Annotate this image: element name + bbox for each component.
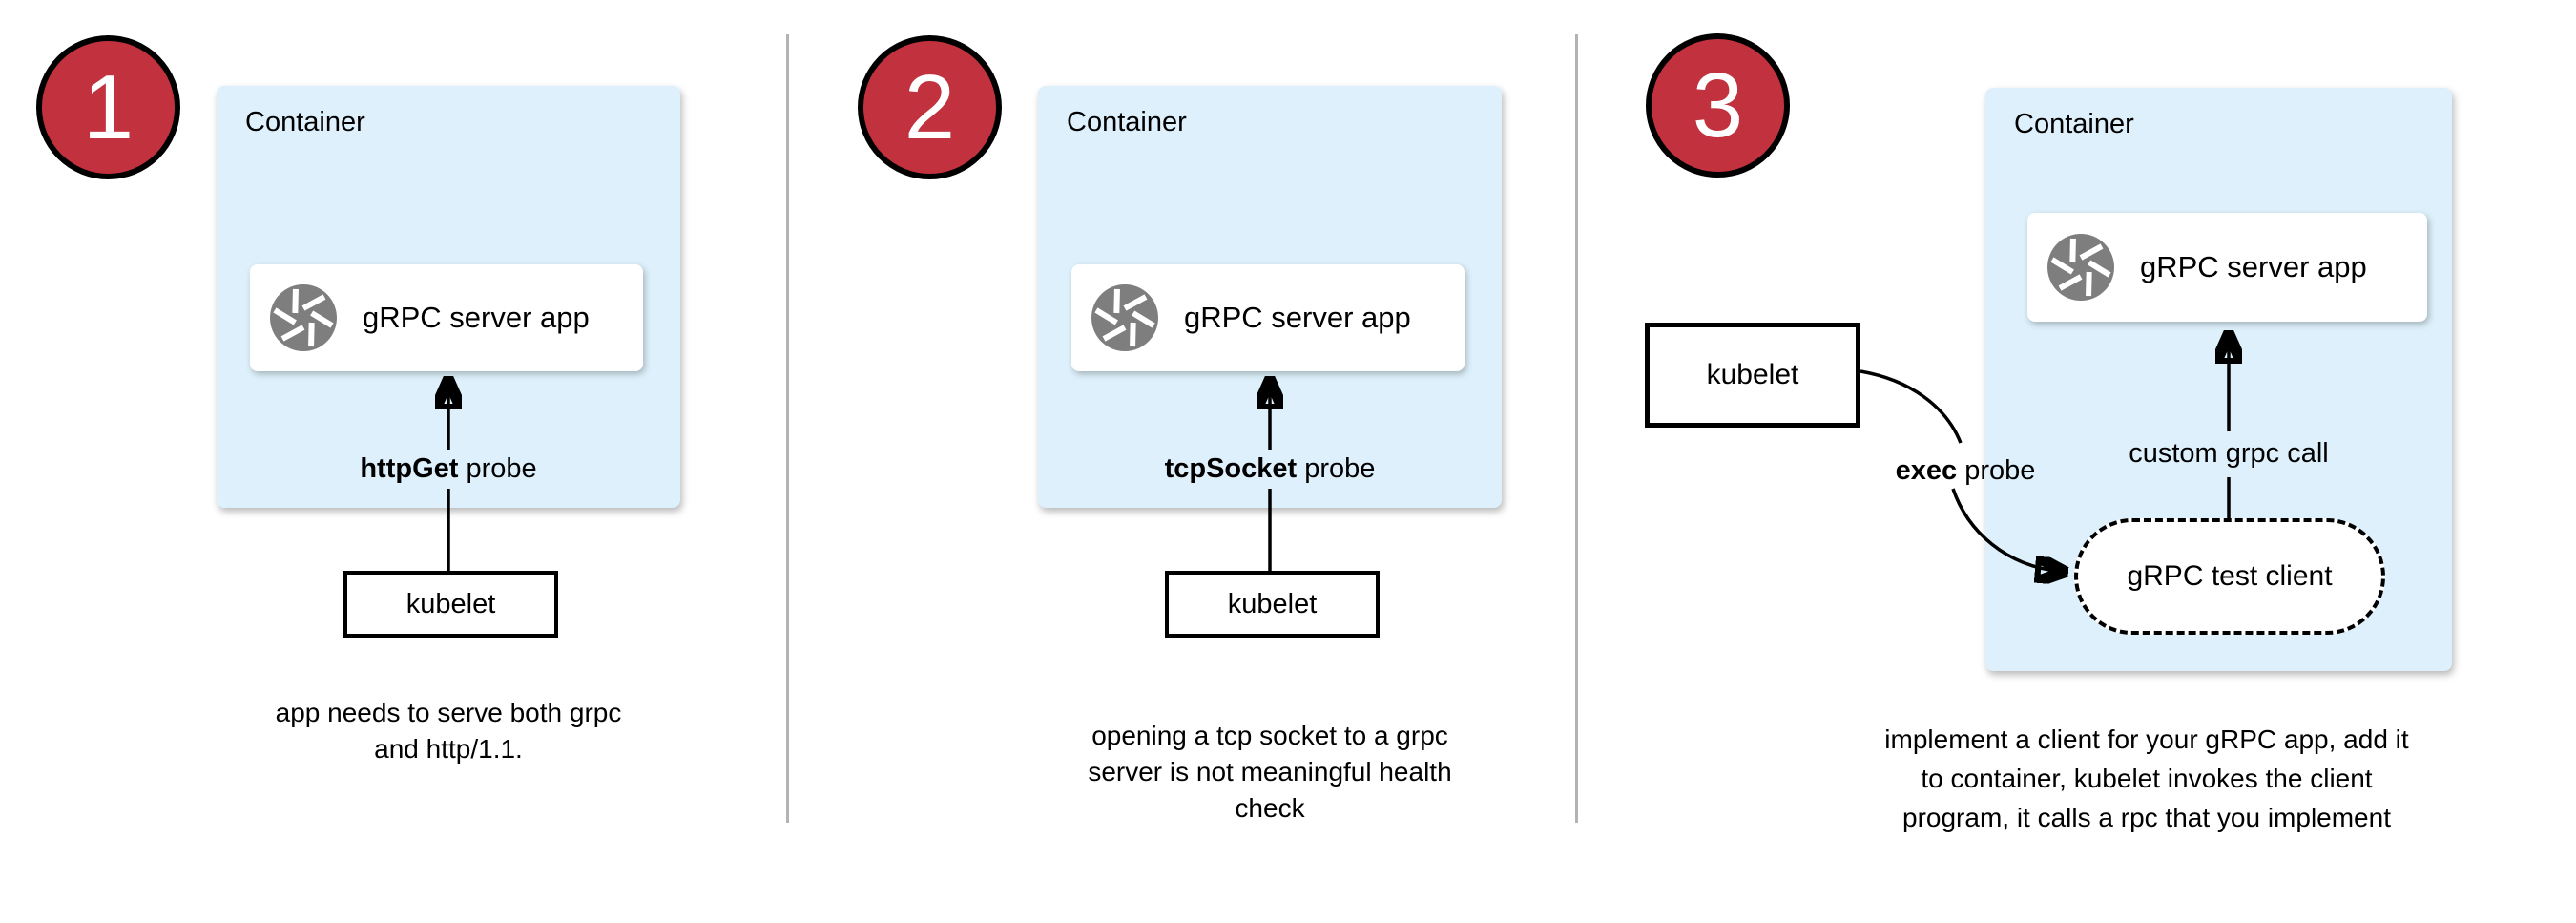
caption-line: server is not meaningful health (1088, 757, 1452, 787)
step-badge-3: 3 (1646, 33, 1790, 178)
grpc-test-client-pill: gRPC test client (2074, 518, 2385, 635)
probe-label: exec probe (1822, 455, 2109, 487)
container-label: Container (2014, 109, 2134, 139)
caption-line: app needs to serve both grpc (275, 698, 622, 727)
probe-type: tcpSocket (1164, 453, 1298, 484)
aperture-icon (270, 284, 337, 351)
step-number: 3 (1692, 53, 1744, 157)
panel-caption: app needs to serve both grpc and http/1.… (162, 695, 735, 767)
caption-line: opening a tcp socket to a grpc (1091, 721, 1448, 750)
step-badge-2: 2 (858, 35, 1002, 179)
kubelet-box: kubelet (1645, 323, 1860, 428)
panel-caption: opening a tcp socket to a grpc server is… (984, 718, 1556, 827)
probe-label: tcpSocket probe (1079, 453, 1461, 485)
kubelet-box: kubelet (1165, 571, 1380, 638)
kubelet-label: kubelet (1706, 359, 1799, 390)
grpc-server-app-label: gRPC server app (363, 301, 590, 334)
caption-line: to container, kubelet invokes the client (1921, 764, 2373, 793)
grpc-test-client-label: gRPC test client (2127, 560, 2333, 592)
step-number: 1 (82, 55, 135, 158)
kubelet-label: kubelet (1227, 588, 1318, 619)
panel-caption: implement a client for your gRPC app, ad… (1860, 720, 2433, 837)
grpc-server-app-card: gRPC server app (1071, 264, 1465, 371)
container-label: Container (1067, 107, 1187, 137)
grpc-server-app-card: gRPC server app (250, 264, 643, 371)
aperture-icon (1091, 284, 1158, 351)
caption-line: program, it calls a rpc that you impleme… (1902, 803, 2391, 832)
probe-word: probe (1297, 453, 1376, 484)
caption-line: and http/1.1. (374, 734, 523, 764)
custom-grpc-call-label: custom grpc call (2129, 438, 2329, 469)
probe-type: httpGet (360, 453, 459, 484)
aperture-icon (2047, 234, 2114, 301)
panel-divider-1 (786, 34, 789, 823)
probe-word: probe (458, 453, 537, 484)
grpc-server-app-label: gRPC server app (2140, 250, 2367, 283)
kubelet-label: kubelet (405, 588, 496, 619)
grpc-server-app-card: gRPC server app (2027, 213, 2427, 322)
panel-divider-2 (1575, 34, 1578, 823)
kubelet-box: kubelet (343, 571, 558, 638)
step-badge-1: 1 (36, 35, 180, 179)
probe-word: probe (1957, 455, 2036, 486)
container-label: Container (245, 107, 365, 137)
probe-type: exec (1895, 455, 1958, 486)
caption-line: check (1235, 793, 1305, 823)
step-number: 2 (904, 55, 956, 158)
caption-line: implement a client for your gRPC app, ad… (1884, 724, 2409, 754)
grpc-server-app-label: gRPC server app (1184, 301, 1411, 334)
probe-label: httpGet probe (258, 453, 639, 485)
